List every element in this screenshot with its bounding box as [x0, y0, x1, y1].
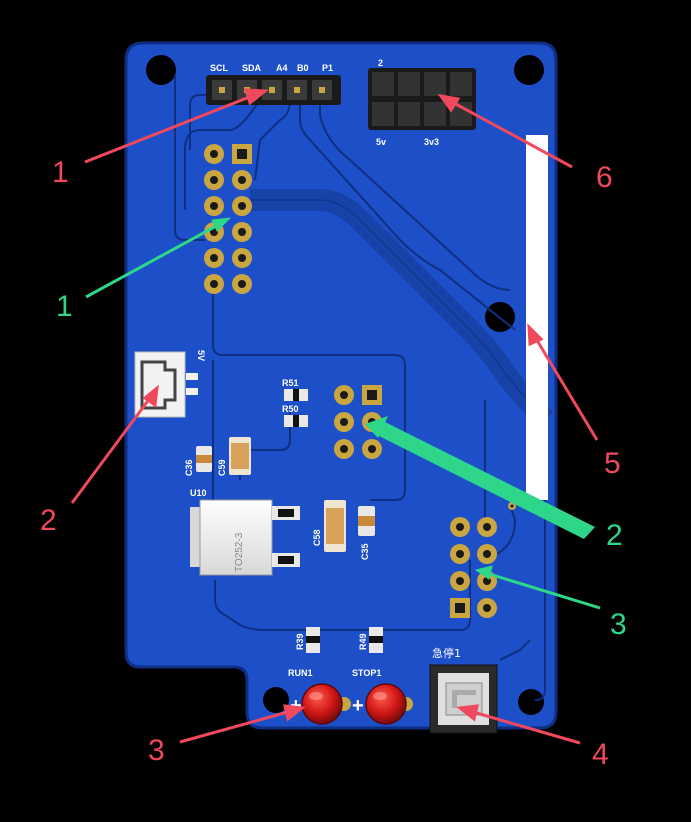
callout-red-6: 6 — [596, 161, 613, 194]
label-r39: R39 — [295, 633, 305, 650]
mounting-hole — [263, 687, 289, 713]
callout-green-2: 2 — [606, 519, 623, 552]
mounting-hole — [146, 55, 176, 85]
label-c58: C58 — [312, 529, 322, 546]
callout-red-5: 5 — [604, 447, 621, 480]
label-run: RUN1 — [288, 668, 313, 678]
run-button[interactable] — [301, 683, 351, 725]
label-u10: U10 — [190, 488, 207, 498]
callout-red-4: 4 — [592, 738, 609, 771]
pad-array-2x6 — [204, 144, 252, 294]
label-r49: R49 — [358, 633, 368, 650]
header-label-sda: SDA — [242, 63, 262, 73]
mounting-hole — [518, 689, 544, 715]
label-r51: R51 — [282, 378, 299, 388]
capacitor-c35 — [358, 506, 375, 536]
green-callout-arrows — [85, 217, 601, 610]
label-r50: R50 — [282, 404, 299, 414]
resistor-r51 — [284, 389, 308, 401]
resistor-r50 — [284, 415, 308, 427]
capacitor-c58 — [324, 500, 346, 552]
capacitor-c36 — [196, 446, 212, 472]
stop-button[interactable] — [365, 683, 413, 725]
header-label-b0: B0 — [297, 63, 309, 73]
callout-red-3: 3 — [148, 734, 165, 767]
right-header-label-3v3: 3v3 — [424, 137, 439, 147]
top-i2c-header — [206, 75, 341, 105]
mounting-hole — [514, 55, 544, 85]
jst-connector — [134, 351, 198, 418]
callout-green-3: 3 — [610, 608, 627, 641]
callout-red-2: 2 — [40, 504, 57, 537]
jst-label-5v: 5V — [196, 350, 206, 361]
label-estop: 急停1 — [432, 646, 461, 660]
header-label-scl: SCL — [210, 63, 229, 73]
resistor-r39 — [306, 627, 320, 653]
label-c35: C35 — [360, 543, 370, 560]
pcb-traces — [174, 75, 546, 701]
regulator-u10 — [190, 499, 300, 576]
label-stop: STOP1 — [352, 668, 381, 678]
stop-plus-label: + — [352, 695, 364, 717]
resistor-r49 — [369, 627, 383, 653]
header-label-p1: P1 — [322, 63, 333, 73]
label-to252: TO252-3 — [234, 532, 245, 572]
callout-red-1: 1 — [52, 156, 69, 189]
callout-green-1: 1 — [56, 290, 73, 323]
capacitor-c59 — [229, 437, 251, 475]
emergency-stop-switch[interactable] — [429, 664, 498, 734]
right-header-label-5v: 5v — [376, 137, 386, 147]
header-label-a4: A4 — [276, 63, 288, 73]
right-header-label-2: 2 — [378, 58, 383, 68]
label-c36: C36 — [184, 459, 194, 476]
right-2x4-header — [368, 68, 476, 130]
label-c59: C59 — [217, 459, 227, 476]
red-callout-arrows — [70, 88, 599, 745]
edge-white-strip — [526, 135, 548, 500]
